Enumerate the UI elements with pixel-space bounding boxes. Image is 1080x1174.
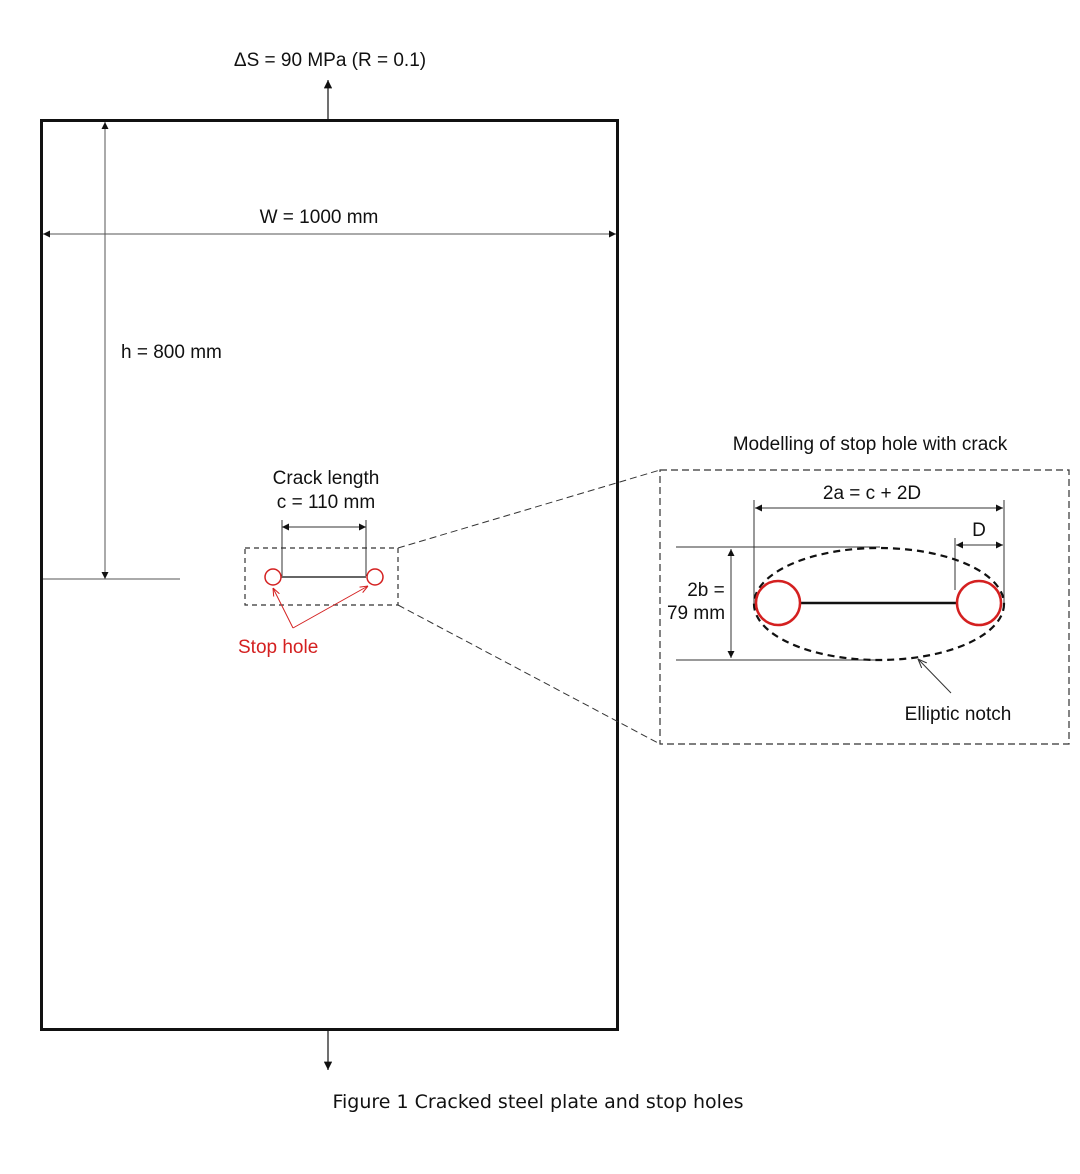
inset-box	[659, 469, 1070, 745]
minor-axis-label-line2: 79 mm	[667, 603, 725, 624]
crack-c-label: c = 110 mm	[277, 492, 375, 513]
stop-hole-left	[264, 568, 282, 586]
height-label: h = 800 mm	[121, 342, 222, 363]
d-label: D	[972, 520, 986, 541]
notch-pointer	[918, 659, 952, 694]
crack-detail-box	[244, 547, 399, 606]
projection-line-bottom	[397, 604, 661, 745]
elliptic-notch	[752, 546, 1006, 662]
crack-length-label: Crack length	[273, 468, 380, 489]
stop-hole-pointer-left	[273, 588, 294, 629]
figure-caption: Figure 1 Cracked steel plate and stop ho…	[332, 1091, 743, 1113]
inset-stop-hole-left	[754, 579, 802, 627]
stop-hole-pointer-right	[292, 586, 368, 629]
major-axis-label: 2a = c + 2D	[823, 483, 921, 504]
steel-plate	[40, 119, 619, 1031]
stop-hole-right	[366, 568, 384, 586]
stop-hole-label: Stop hole	[238, 637, 318, 658]
notch-label: Elliptic notch	[905, 704, 1012, 725]
inset-stop-hole-right	[955, 579, 1003, 627]
projection-line-top	[397, 469, 661, 549]
load-label: ΔS = 90 MPa (R = 0.1)	[234, 50, 426, 71]
inset-title: Modelling of stop hole with crack	[733, 434, 1008, 455]
width-label: W = 1000 mm	[260, 207, 379, 228]
minor-axis-label-line1: 2b =	[687, 580, 725, 601]
